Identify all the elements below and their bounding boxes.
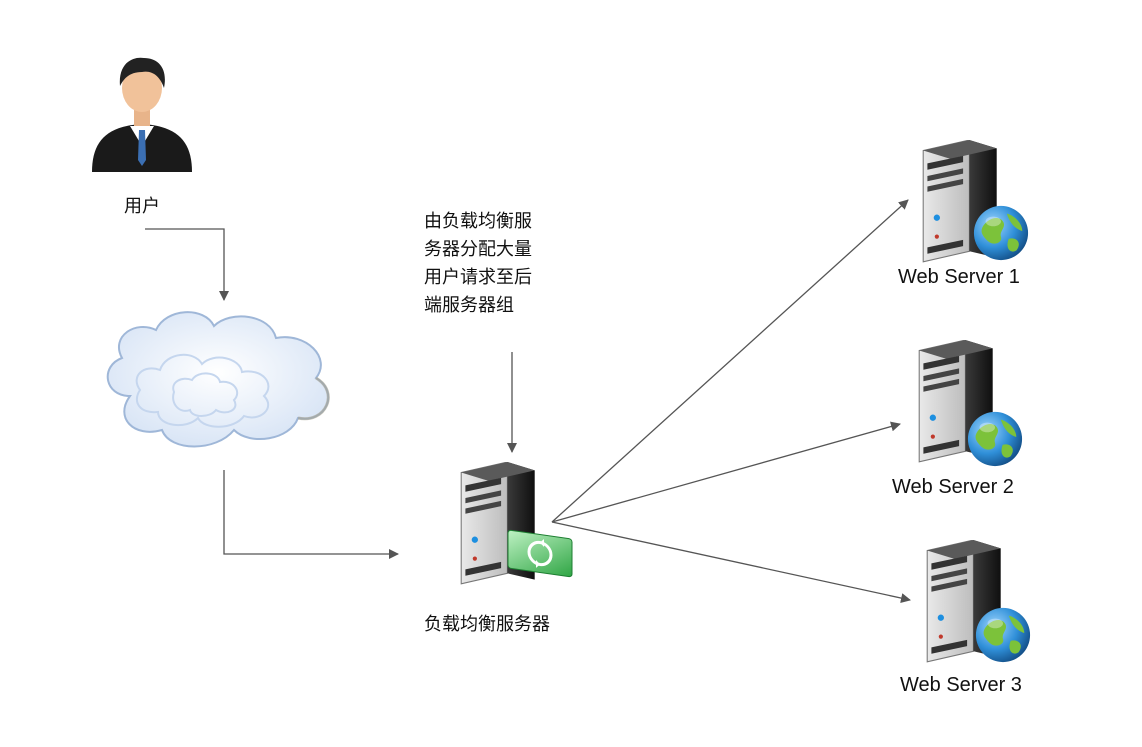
- connector-user-to-cloud: [145, 228, 229, 301]
- web-server-1-icon: [922, 140, 1029, 263]
- transfer-badge-icon: [507, 529, 573, 578]
- annotation-note: 由负载均衡服 务器分配大量 用户请求至后 端服务器组: [424, 208, 584, 320]
- user-label: 用户: [124, 196, 160, 217]
- connector-lb-to-server-1: [551, 199, 909, 523]
- web-server-3-icon: [926, 540, 1031, 663]
- load-balancer-server-icon: [460, 462, 573, 585]
- load-balancer-label: 负载均衡服务器: [424, 614, 550, 635]
- user-icon: [92, 57, 192, 172]
- web-server-3-label: Web Server 3: [900, 674, 1022, 696]
- annotation-line: 务器分配大量: [424, 239, 532, 260]
- connector-lb-to-server-3: [551, 521, 911, 603]
- cloud-icon: [106, 311, 330, 448]
- web-server-2-label: Web Server 2: [892, 476, 1014, 498]
- globe-icon: [967, 411, 1023, 467]
- annotation-line: 由负载均衡服: [424, 211, 532, 232]
- annotation-line: 用户请求至后: [424, 267, 532, 288]
- globe-icon: [975, 607, 1031, 663]
- annotation-line: 端服务器组: [424, 295, 514, 316]
- web-server-1-label: Web Server 1: [898, 266, 1020, 288]
- web-server-2-icon: [918, 340, 1023, 467]
- globe-icon: [973, 205, 1029, 261]
- connector-lb-to-server-2: [551, 421, 901, 523]
- connector-cloud-to-load-balancer: [223, 470, 399, 559]
